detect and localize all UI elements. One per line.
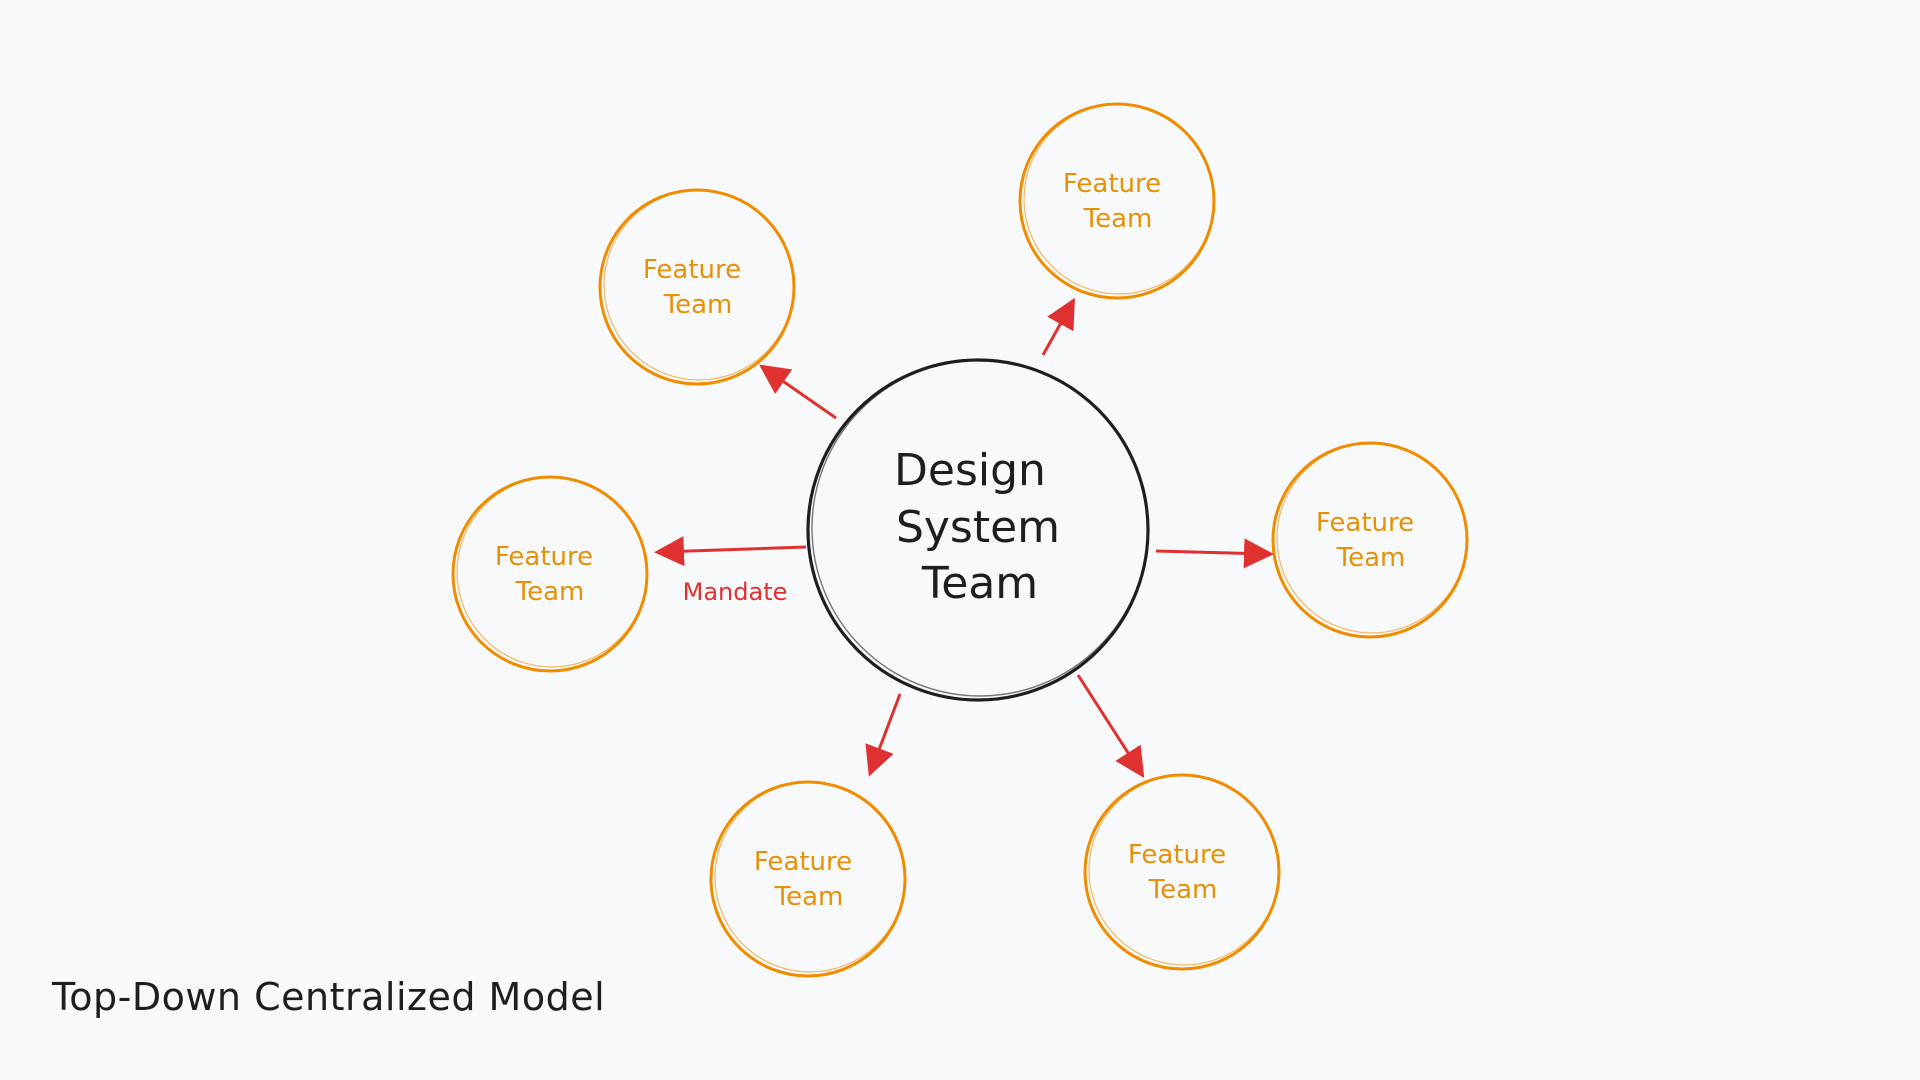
design-system-team-node[interactable]: Design System Team (806, 358, 1150, 702)
feature-team-label-line-1: Feature (754, 847, 852, 877)
feature-team-node-top-left[interactable]: Feature Team (598, 188, 796, 386)
feature-team-label-line-1: Feature (1316, 508, 1414, 538)
feature-team-label-line-1: Feature (495, 542, 593, 572)
center-label-line-2: System (896, 502, 1060, 553)
mandate-label: Mandate (683, 578, 788, 606)
mandate-arrows (654, 297, 1274, 779)
center-label-line-3: Team (921, 558, 1038, 609)
feature-team-node-left[interactable]: Feature Team (451, 475, 649, 673)
feature-team-node-bottom-right[interactable]: Feature Team (1083, 773, 1281, 971)
feature-team-label-line-1: Feature (1063, 169, 1161, 199)
arrow-to-right[interactable] (1155, 538, 1274, 569)
arrow-to-top-right[interactable] (1041, 297, 1075, 356)
feature-team-label-line-1: Feature (1128, 840, 1226, 870)
feature-team-label-line-2: Team (1148, 875, 1218, 905)
feature-team-node-top-right[interactable]: Feature Team (1018, 102, 1216, 300)
feature-team-node-right[interactable]: Feature Team (1271, 441, 1469, 639)
center-label-line-1: Design (894, 445, 1046, 496)
diagram-caption: Top-Down Centralized Model (52, 975, 606, 1019)
feature-team-label-line-1: Feature (643, 255, 741, 285)
arrow-to-bottom-left[interactable] (865, 693, 902, 777)
arrow-to-left[interactable] (654, 536, 807, 567)
arrow-to-top-left[interactable] (759, 364, 837, 420)
feature-team-label-line-2: Team (663, 290, 733, 320)
arrow-to-bottom-right[interactable] (1076, 674, 1145, 779)
feature-team-label-line-2: Team (515, 577, 585, 607)
feature-team-label-line-2: Team (1083, 204, 1153, 234)
feature-team-label-line-2: Team (1336, 543, 1406, 573)
feature-team-label-line-2: Team (774, 882, 844, 912)
feature-team-node-bottom-left[interactable]: Feature Team (709, 780, 907, 978)
